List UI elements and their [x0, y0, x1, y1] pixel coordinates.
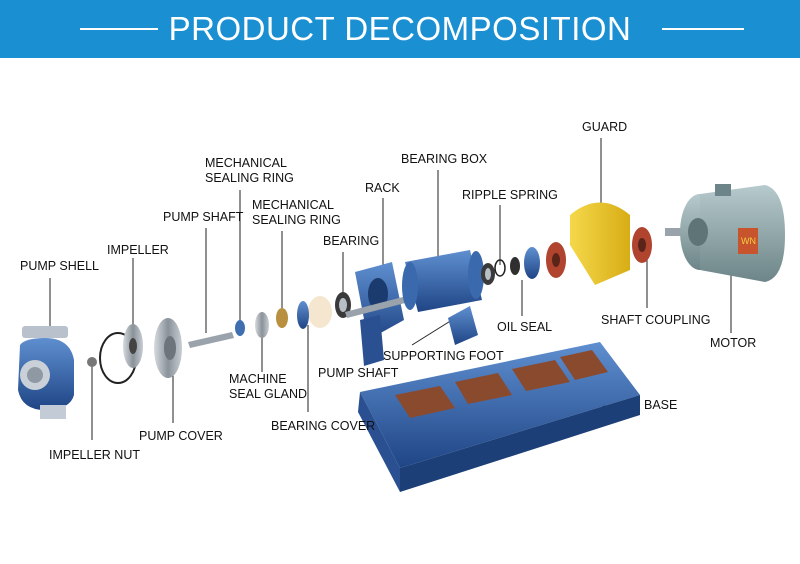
pump-shell-part	[18, 326, 74, 419]
base-part	[358, 342, 640, 492]
label-ripple-spring: RIPPLE SPRING	[462, 188, 558, 202]
oil-seal-part	[510, 257, 520, 275]
label-bearing: BEARING	[323, 234, 380, 248]
label-pump-shell: PUMP SHELL	[20, 259, 99, 273]
impeller-nut-part	[87, 357, 97, 367]
mechanical-sealing-ring-2-part	[276, 308, 288, 328]
bearing-right-part	[481, 263, 495, 285]
motor-badge: WN	[741, 236, 756, 246]
motor-part	[665, 184, 785, 282]
header-rule-left	[80, 28, 158, 30]
label-shaft-coupling: SHAFT COUPLING	[601, 313, 711, 327]
ripple-spring-part	[494, 259, 506, 277]
machine-seal-gland-part	[255, 312, 269, 338]
page-title: PRODUCT DECOMPOSITION	[168, 10, 632, 47]
label-oil-seal: OIL SEAL	[497, 320, 553, 334]
label-base: BASE	[644, 398, 678, 412]
bearing-box-part	[402, 250, 484, 312]
impeller-part	[123, 324, 143, 368]
guard-part	[570, 202, 630, 285]
label-bearing-cover: BEARING COVER	[271, 419, 376, 433]
label-pump-shaft-bottom: PUMP SHAFT	[318, 366, 399, 380]
label-pump-cover: PUMP COVER	[139, 429, 223, 443]
mechanical-sealing-ring-1-part	[235, 320, 245, 336]
label-rack: RACK	[365, 181, 400, 195]
label-mechanical-sealing-ring-2: MECHANICAL SEALING RING	[252, 198, 341, 227]
bearing-cover-part	[297, 301, 309, 329]
label-bearing-box: BEARING BOX	[401, 152, 488, 166]
label-supporting-foot: SUPPORTING FOOT	[383, 349, 504, 363]
label-motor: MOTOR	[710, 336, 757, 350]
header-rule-right	[662, 28, 744, 30]
shaft-coupling-part	[632, 227, 652, 263]
label-guard: GUARD	[582, 120, 628, 134]
label-impeller: IMPELLER	[107, 243, 169, 257]
label-impeller-nut: IMPELLER NUT	[49, 448, 140, 462]
bearing-cover-right-part	[524, 247, 540, 279]
bearing-spacer	[308, 296, 332, 328]
rack-part	[355, 262, 404, 366]
label-mechanical-sealing-ring-1: MECHANICAL SEALING RING	[205, 156, 294, 185]
bearing-part	[335, 292, 351, 318]
supporting-foot-part	[448, 306, 478, 345]
label-pump-shaft-top: PUMP SHAFT	[163, 210, 244, 224]
pump-cover-part	[154, 318, 182, 378]
pump-shaft-part	[188, 332, 234, 348]
label-machine-seal-gland: MACHINE SEAL GLAND	[229, 372, 308, 401]
coupling-half-1-part	[546, 242, 566, 278]
